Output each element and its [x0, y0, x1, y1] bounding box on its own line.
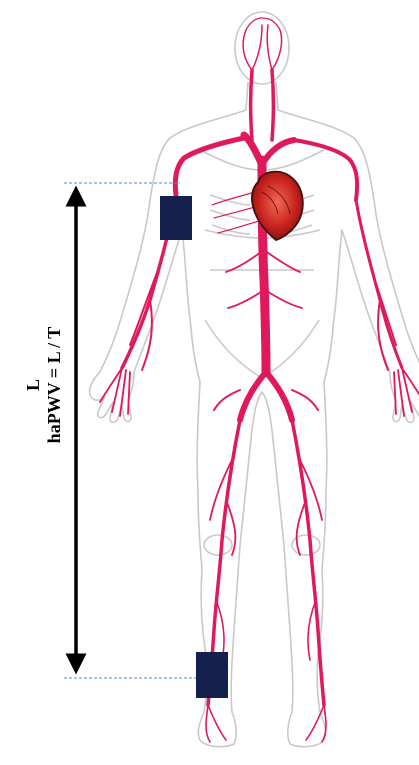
arm-sensor — [160, 196, 192, 240]
subclavian-right — [294, 140, 357, 200]
carotid-right — [272, 70, 274, 140]
formula-label-group: L haPWV = L / T — [0, 345, 129, 425]
length-label: L — [23, 379, 43, 391]
subclavian-left — [175, 138, 244, 195]
femoral-right — [292, 420, 324, 705]
artery-network — [100, 18, 419, 742]
body-outline — [90, 12, 419, 747]
iliac-left — [240, 372, 266, 420]
formula-label: haPWV = L / T — [43, 327, 65, 444]
ankle-sensor — [196, 652, 228, 698]
carotid-left — [251, 70, 253, 140]
